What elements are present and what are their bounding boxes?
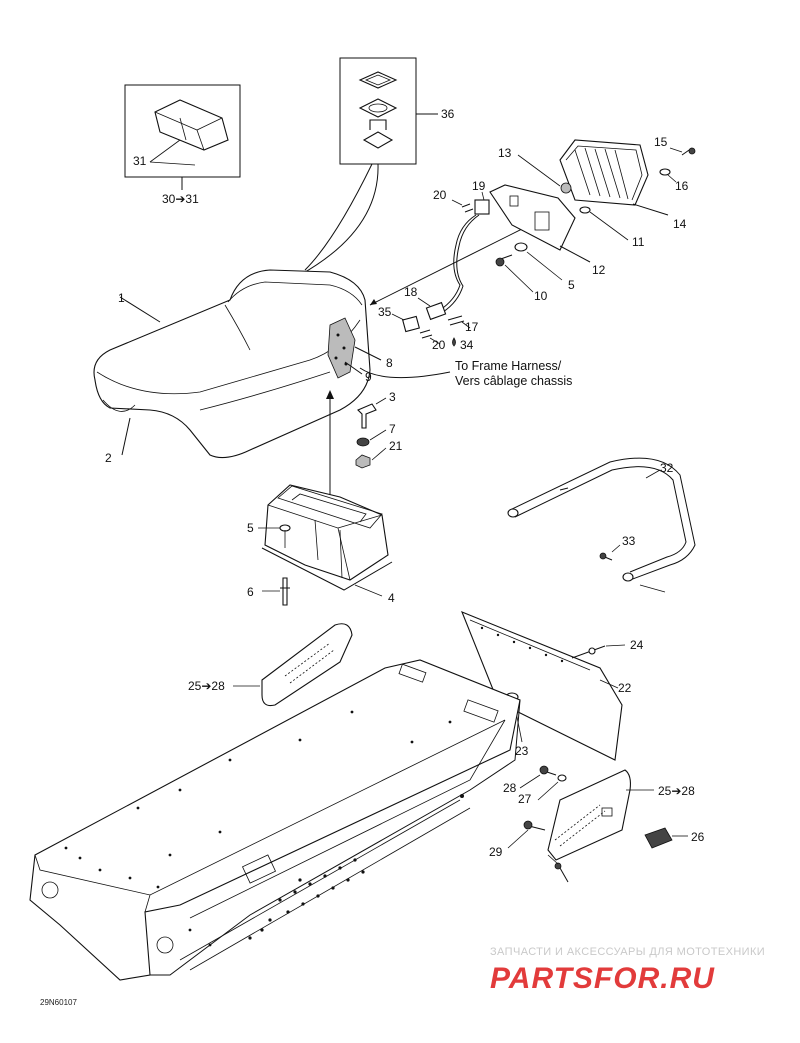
side-cover-right: [507, 765, 688, 883]
label-12: 12: [592, 263, 606, 277]
inset-box-30-31: [124, 84, 241, 190]
watermark: ЗАПЧАСТИ И АКСЕССУАРЫ ДЛЯ МОТОТЕХНИКИ PA…: [490, 946, 765, 995]
seat-fasteners: [355, 397, 387, 469]
label-7: 7: [389, 422, 396, 436]
label-25-28-right: 25➔28: [658, 784, 695, 798]
label-24: 24: [630, 638, 644, 652]
label-21: 21: [389, 439, 403, 453]
part-labels: 1 2 3 4 5 5 6 7 8 9 10 11 12 13 14 15 16…: [105, 107, 705, 859]
label-18: 18: [404, 285, 418, 299]
taillight-assembly: [391, 139, 696, 347]
label-5-light: 5: [568, 278, 575, 292]
label-11: 11: [632, 235, 645, 249]
label-30-31: 30➔31: [162, 192, 199, 206]
tunnel-holes: [64, 710, 464, 947]
reference-code: 29N60107: [40, 998, 77, 1007]
label-17: 17: [465, 320, 479, 334]
label-20-top: 20: [433, 188, 447, 202]
label-9: 9: [365, 370, 372, 384]
label-26: 26: [691, 830, 705, 844]
label-32: 32: [660, 461, 674, 475]
label-28: 28: [503, 781, 517, 795]
watermark-tagline: ЗАПЧАСТИ И АКСЕССУАРЫ ДЛЯ МОТОТЕХНИКИ: [490, 946, 765, 958]
harness-note-fr: Vers câblage chassis: [455, 374, 572, 388]
inset-box-36: [299, 57, 438, 276]
label-16: 16: [675, 179, 689, 193]
label-3: 3: [389, 390, 396, 404]
label-2: 2: [105, 451, 112, 465]
label-5-box: 5: [247, 521, 254, 535]
label-35: 35: [378, 305, 392, 319]
label-14: 14: [673, 217, 687, 231]
label-25-28-left: 25➔28: [188, 679, 225, 693]
label-13: 13: [498, 146, 512, 160]
label-1: 1: [118, 291, 125, 305]
label-36: 36: [441, 107, 455, 121]
label-8: 8: [386, 356, 393, 370]
label-4: 4: [388, 591, 395, 605]
label-22: 22: [618, 681, 632, 695]
label-23: 23: [515, 744, 529, 758]
side-cover-left: [233, 623, 353, 707]
grab-handle: [507, 457, 696, 593]
label-29: 29: [489, 845, 503, 859]
battery-box: [258, 484, 393, 606]
tunnel: [29, 659, 521, 981]
label-10: 10: [534, 289, 548, 303]
label-27: 27: [518, 792, 532, 806]
harness-note: To Frame Harness/ Vers câblage chassis: [455, 359, 572, 388]
label-33: 33: [622, 534, 636, 548]
label-34: 34: [460, 338, 474, 352]
label-6: 6: [247, 585, 254, 599]
watermark-logo: PARTSFOR.RU: [490, 962, 715, 995]
label-31: 31: [133, 154, 147, 168]
seat-assembly: [93, 269, 382, 459]
harness-note-en: To Frame Harness/: [455, 359, 562, 373]
label-20-bottom: 20: [432, 338, 446, 352]
label-15: 15: [654, 135, 668, 149]
leader-lines: [326, 219, 541, 510]
label-19: 19: [472, 179, 486, 193]
